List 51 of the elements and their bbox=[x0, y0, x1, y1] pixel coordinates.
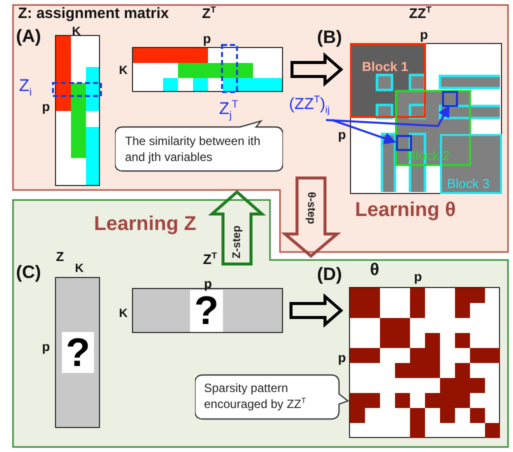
block-label: Block 3 bbox=[447, 176, 490, 191]
block-outline bbox=[350, 43, 426, 118]
axis-label: K bbox=[119, 63, 128, 77]
axis-label: θ bbox=[370, 260, 380, 280]
hollow-arrow bbox=[208, 190, 266, 266]
question-mark: ? bbox=[62, 332, 94, 373]
callout-text: The similarity between ith and jth variables bbox=[125, 133, 262, 166]
axis-label: (A) bbox=[16, 26, 41, 47]
edge-label: Z-step bbox=[231, 226, 243, 258]
highlight-cell bbox=[396, 135, 412, 151]
axis-label: K bbox=[75, 261, 84, 275]
matrix bbox=[55, 277, 100, 428]
axis-label: p bbox=[42, 339, 50, 354]
axis-label: p bbox=[338, 350, 346, 365]
axis-label: K bbox=[119, 306, 128, 320]
matrix-grid bbox=[132, 47, 283, 92]
callout-text: Sparsity pattern encouraged by ZZ$^{T}$ bbox=[204, 380, 307, 412]
question-mark: ? bbox=[190, 290, 223, 332]
arrow bbox=[326, 104, 450, 128]
axis-label: p bbox=[203, 31, 211, 46]
sparsity-matrix bbox=[349, 287, 500, 438]
axis-label: Z: assignment matrix bbox=[18, 5, 169, 22]
axis-label: p bbox=[338, 127, 346, 142]
axis-label: p bbox=[420, 27, 428, 42]
axis-label: p bbox=[204, 276, 212, 291]
axis-label: ZZ$^{T}$ bbox=[409, 5, 432, 21]
block-outline bbox=[395, 90, 471, 166]
hollow-arrow bbox=[290, 293, 344, 328]
hollow-arrow bbox=[280, 176, 342, 258]
arrow bbox=[332, 119, 396, 144]
axis-label: (D) bbox=[317, 264, 342, 285]
axis-label: p bbox=[42, 99, 50, 114]
axis-label: Z$_{i}$ bbox=[19, 76, 32, 96]
axis-label: K bbox=[72, 24, 81, 38]
block-outline bbox=[440, 134, 502, 194]
highlight-cell bbox=[442, 91, 458, 107]
edge-label: θ-step bbox=[305, 192, 317, 224]
axis-label: Z$^{T}$ bbox=[203, 251, 217, 267]
axis-label: p bbox=[414, 269, 422, 284]
block-label: Block 1 bbox=[362, 59, 408, 74]
axis-label: (C) bbox=[16, 262, 41, 283]
panel-title: Learning Z bbox=[94, 213, 196, 236]
math-label: (ZZ$^{T}$)$_{ij}$ bbox=[289, 96, 337, 120]
matrix-grid bbox=[350, 43, 502, 194]
panel-title: Learning θ bbox=[355, 199, 456, 222]
axis-label: Z bbox=[56, 249, 64, 264]
axis-label: Z$^{T}$ bbox=[202, 5, 216, 21]
matrix-grid bbox=[55, 35, 100, 186]
speech-bubble bbox=[195, 374, 349, 420]
axis-label: (B) bbox=[317, 27, 342, 48]
hollow-arrow bbox=[290, 52, 344, 87]
